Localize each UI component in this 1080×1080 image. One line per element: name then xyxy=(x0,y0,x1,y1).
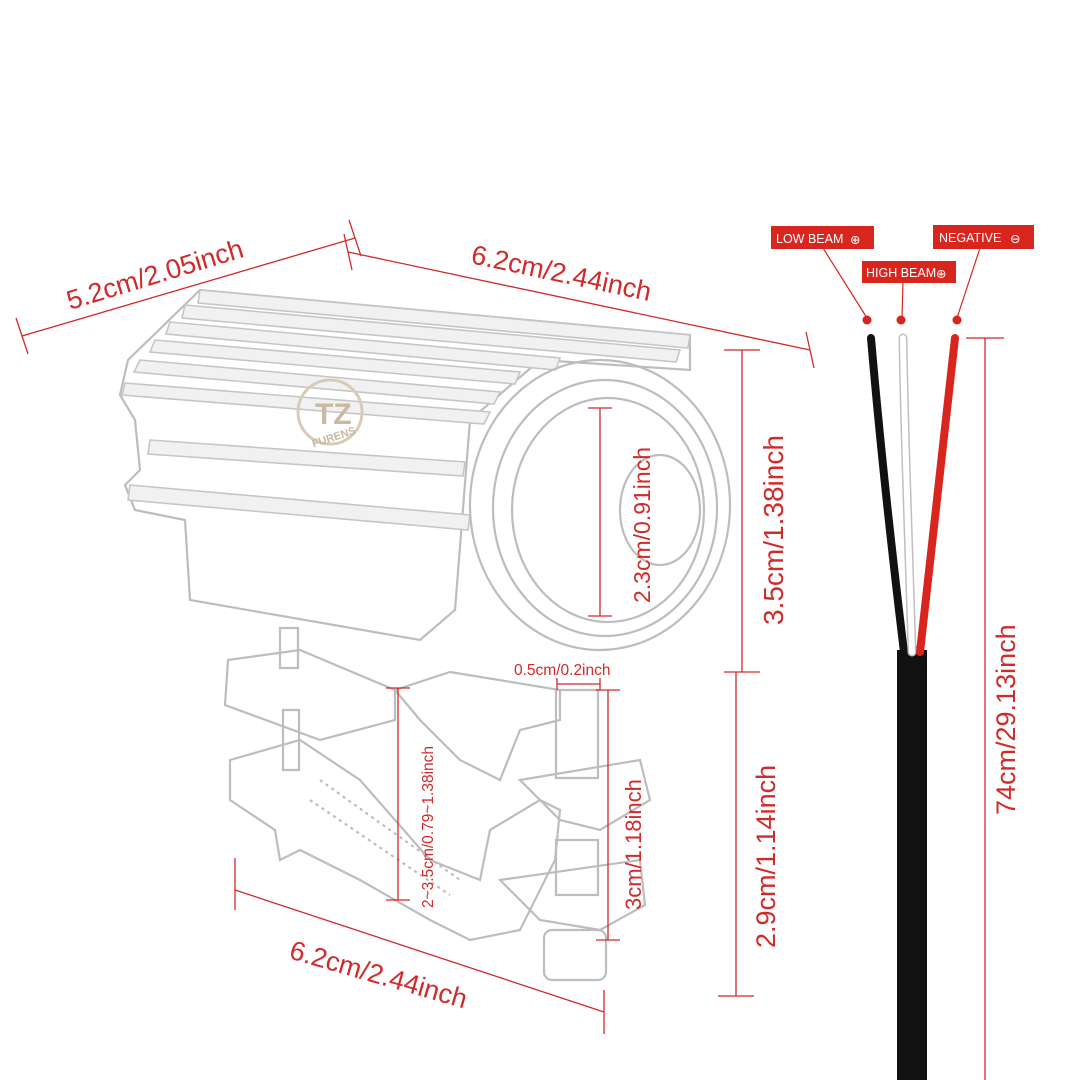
lens-glass xyxy=(510,396,706,624)
label-high-beam: HIGH BEAM ⊕ xyxy=(862,261,956,283)
minus-icon: ⊖ xyxy=(1010,232,1020,246)
dimension-lines xyxy=(15,219,1004,1080)
svg-text:NEGATIVE: NEGATIVE xyxy=(939,231,1001,245)
cooling-fins xyxy=(120,289,691,531)
plus-icon: ⊕ xyxy=(850,233,860,247)
wire-labels: LOW BEAM ⊕ HIGH BEAM ⊕ NEGATIVE ⊖ xyxy=(771,225,1034,325)
wire-high-beam xyxy=(900,335,915,655)
power-cable xyxy=(867,333,959,1080)
label-lens-diameter: 2.3cm/0.91inch xyxy=(629,447,655,603)
label-clamp-range: 2~3.5cm/0.79~1.38inch xyxy=(420,746,437,908)
label-negative: NEGATIVE ⊖ xyxy=(933,225,1034,249)
lens-bezel xyxy=(468,358,732,652)
brand-logo: TZ FURENS xyxy=(296,378,364,450)
label-body-height: 3.5cm/1.38inch xyxy=(758,435,789,625)
label-bolt-diameter: 0.5cm/0.2inch xyxy=(514,662,611,679)
label-bolt-length: 3cm/1.18inch xyxy=(621,779,646,910)
mount-bracket xyxy=(223,626,652,982)
label-low-beam: LOW BEAM ⊕ xyxy=(771,226,874,249)
label-mount-height: 2.9cm/1.14inch xyxy=(751,765,781,948)
light-housing: TZ FURENS xyxy=(118,288,732,652)
bottom-bolt xyxy=(554,838,600,897)
plus-icon: ⊕ xyxy=(936,267,946,281)
svg-text:HIGH BEAM: HIGH BEAM xyxy=(866,266,936,280)
wire-negative xyxy=(916,334,959,656)
label-mount-length-bottom: 6.2cm/2.44inch xyxy=(286,935,470,1014)
svg-text:TZ: TZ xyxy=(315,398,352,431)
label-cable-length: 74cm/29.13inch xyxy=(991,624,1021,815)
top-bolt xyxy=(554,688,600,780)
cable-sheath xyxy=(897,650,927,1080)
wire-low-beam xyxy=(867,334,908,656)
svg-text:LOW BEAM: LOW BEAM xyxy=(776,232,843,246)
